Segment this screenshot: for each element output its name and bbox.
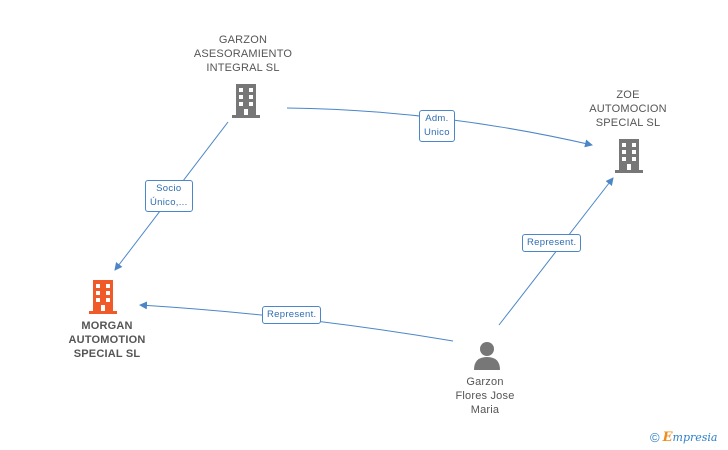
building-icon[interactable]	[613, 139, 645, 178]
node-label-garzon-flores[interactable]: Garzon Flores Jose Maria	[455, 376, 515, 416]
node-label-morgan-automotion[interactable]: MORGAN AUTOMOTION SPECIAL SL	[68, 320, 146, 360]
building-icon[interactable]	[87, 280, 119, 319]
brand-initial: E	[662, 430, 673, 445]
brand-footer: © Empresia	[650, 430, 717, 445]
person-icon[interactable]	[472, 340, 502, 375]
edge-label-represent-morgan[interactable]: Represent.	[262, 306, 322, 324]
copyright-symbol: ©	[650, 430, 660, 445]
node-label-garzon-asesoramiento[interactable]: GARZON ASESORAMIENTO INTEGRAL SL	[193, 34, 293, 74]
edge-label-adm-unico[interactable]: Adm. Unico	[419, 110, 455, 142]
edge-label-represent-zoe[interactable]: Represent.	[522, 234, 582, 252]
empresia-logo: Empresia	[663, 430, 718, 445]
edge-label-socio-unico[interactable]: Socio Único,...	[145, 180, 193, 212]
node-label-zoe-automocion[interactable]: ZOE AUTOMOCION SPECIAL SL	[589, 89, 667, 129]
brand-name: mpresia	[672, 431, 718, 444]
building-icon[interactable]	[230, 84, 262, 123]
